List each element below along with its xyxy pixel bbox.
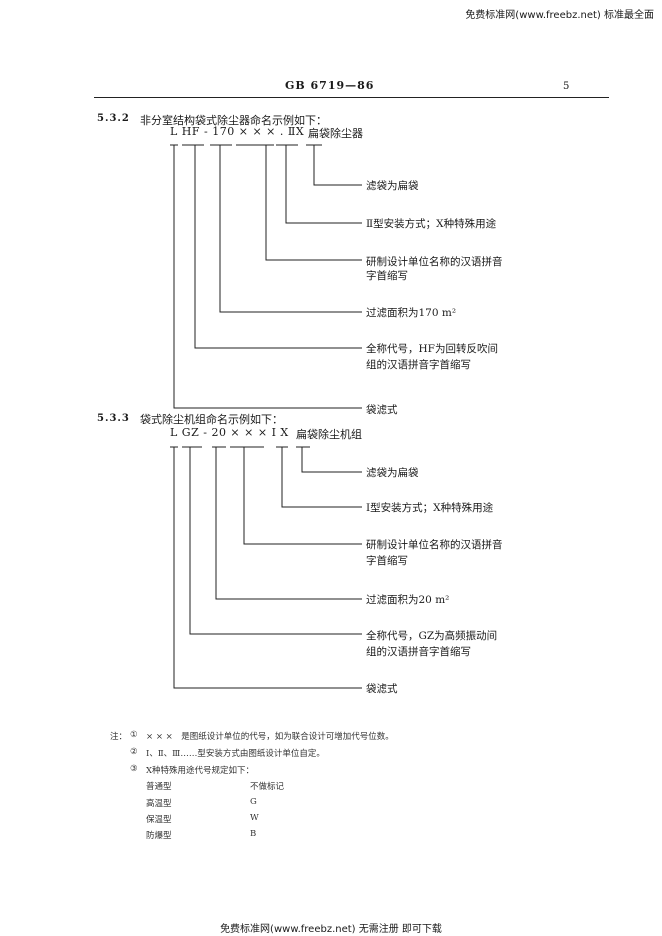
section-title-533: 袋式除尘机组命名示例如下：: [140, 413, 283, 426]
section-number-533: 5.3.3: [97, 413, 130, 424]
label-532-designer-2: 字首缩写: [366, 270, 408, 282]
notes-prefix: 注：: [110, 732, 128, 742]
table-row-type: 保温型: [146, 815, 172, 825]
label-533-code: 全称代号，GZ为高频振动间: [366, 630, 498, 642]
section-title-532: 非分室结构袋式除尘器命名示例如下：: [140, 114, 327, 127]
note-1-num: ①: [130, 730, 138, 740]
label-532-code: 全称代号，HF为回转反吹间: [366, 343, 498, 355]
table-row-type: 普通型: [146, 782, 172, 792]
label-533-bag-filter: 袋滤式: [366, 683, 398, 695]
top-watermark: 免费标准网(www.freebz.net) 标准最全面: [465, 10, 654, 21]
note-2-text: Ⅰ、Ⅱ、Ⅲ……型安装方式由图纸设计单位自定。: [146, 749, 325, 759]
note-3-num: ③: [130, 764, 138, 774]
table-row-type: 高温型: [146, 799, 172, 809]
model-code-533: L GZ - 20 × × × Ⅰ X: [170, 426, 289, 439]
label-533-designer-2: 字首缩写: [366, 555, 408, 567]
page-number: 5: [563, 81, 570, 92]
label-533-designer: 研制设计单位名称的汉语拼音: [366, 539, 503, 551]
section-number-532: 5.3.2: [97, 113, 130, 124]
table-row-code: G: [250, 797, 257, 807]
note-1-text: × × × 是图纸设计单位的代号，如为联合设计可增加代号位数。: [146, 732, 394, 742]
standard-number: GB 6719—86: [285, 79, 375, 92]
note-2-num: ②: [130, 747, 138, 757]
note-3-text: X种特殊用途代号规定如下：: [146, 766, 255, 776]
label-532-designer: 研制设计单位名称的汉语拼音: [366, 256, 503, 268]
table-row-code: B: [250, 829, 257, 839]
model-code-532: L HF - 170 × × × . ⅡX: [170, 125, 305, 138]
model-name-532: 扁袋除尘器: [308, 127, 363, 140]
label-533-bag-type: 滤袋为扁袋: [366, 467, 419, 479]
label-532-bag-filter: 袋滤式: [366, 404, 398, 416]
table-row-code: 不做标记: [250, 782, 285, 792]
label-532-area: 过滤面积为170 m²: [366, 307, 457, 319]
label-532-bag-type: 滤袋为扁袋: [366, 180, 419, 192]
label-533-install: Ⅰ型安装方式；X种特殊用途: [366, 502, 494, 514]
table-row-code: W: [250, 813, 259, 823]
label-533-area: 过滤面积为20 m²: [366, 594, 450, 606]
model-name-533: 扁袋除尘机组: [296, 428, 362, 441]
header-rule: [94, 97, 609, 98]
table-row-type: 防爆型: [146, 831, 172, 841]
bottom-watermark: 免费标准网(www.freebz.net) 无需注册 即可下载: [220, 924, 442, 935]
label-532-code-2: 组的汉语拼音字首缩写: [366, 359, 471, 371]
label-532-install: Ⅱ型安装方式；X种特殊用途: [366, 218, 497, 230]
label-533-code-2: 组的汉语拼音字首缩写: [366, 646, 471, 658]
